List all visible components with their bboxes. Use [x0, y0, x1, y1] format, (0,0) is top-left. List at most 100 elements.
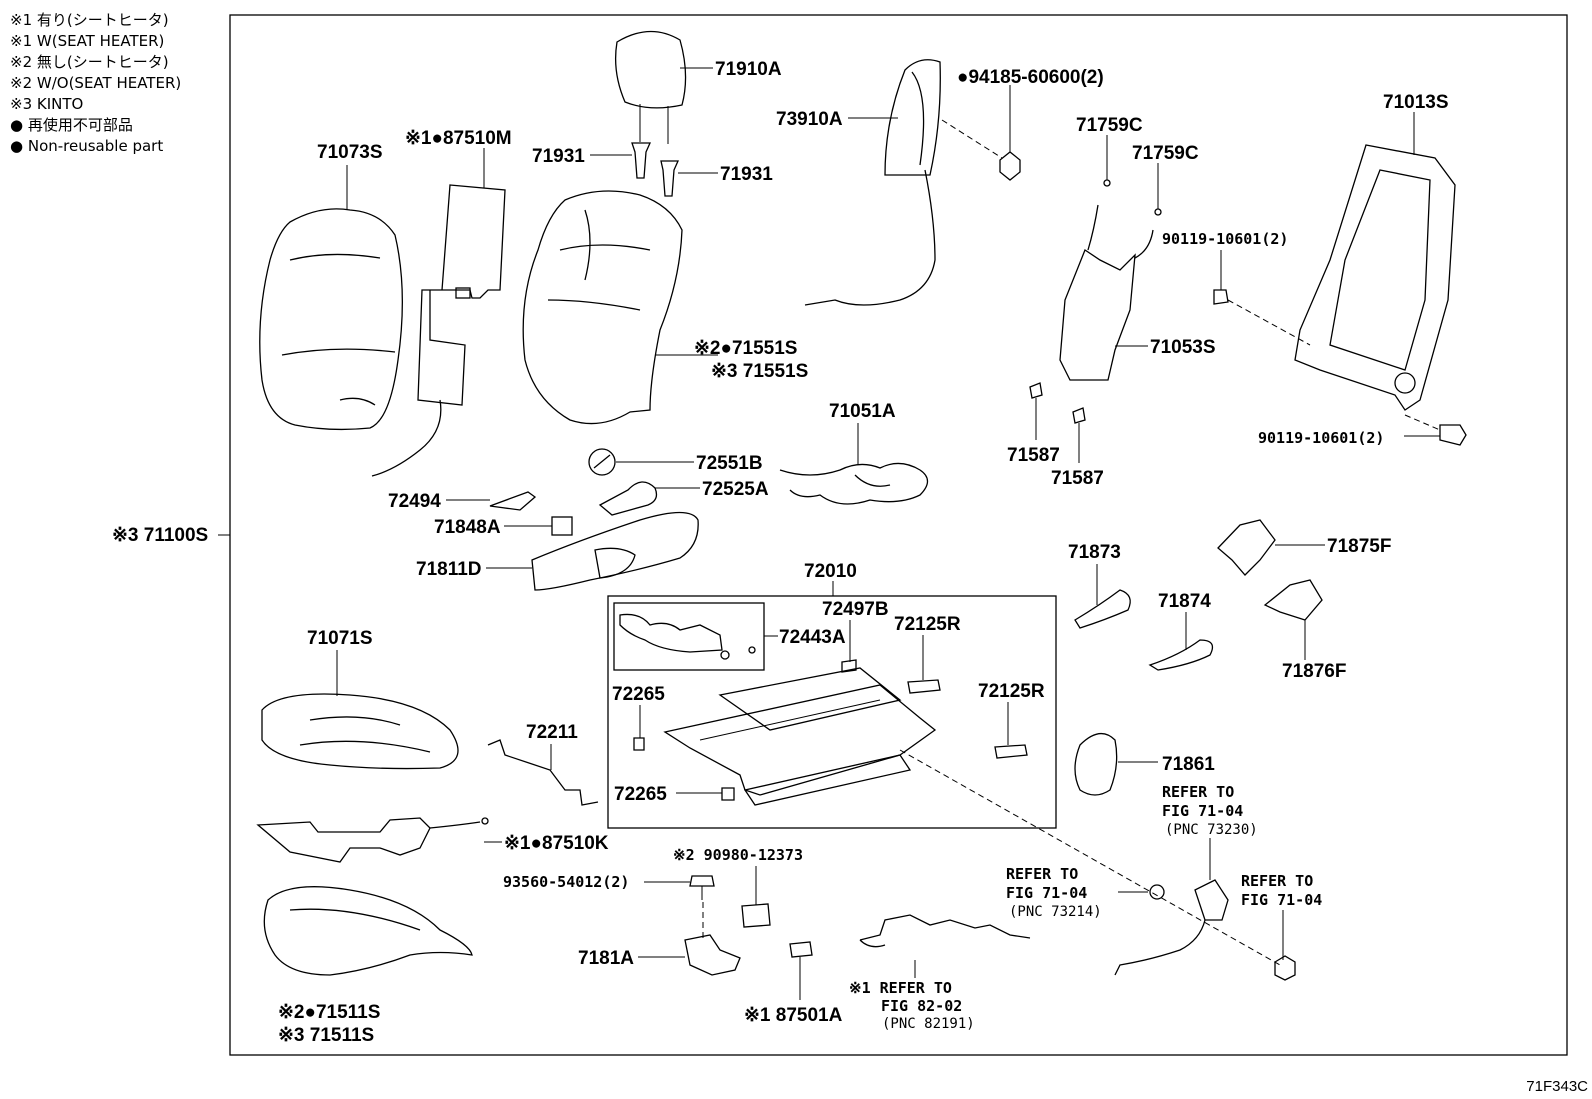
- cushion-heater-drawing: [256, 817, 489, 863]
- switch-base-drawing: [684, 934, 741, 976]
- label-71013S[interactable]: 71013S: [1383, 92, 1449, 113]
- label-71551S-2[interactable]: ※2●71551S: [694, 338, 797, 359]
- bolt-drawing-b: [1439, 424, 1467, 446]
- clip-drawing: [489, 491, 537, 511]
- label-87510M[interactable]: ※1●87510M: [405, 128, 512, 149]
- legend-line-5: ※3 KINTO: [10, 95, 84, 113]
- legend-line-1: ※1 有り(シートヒータ): [10, 11, 169, 29]
- label-72525A[interactable]: 72525A: [702, 479, 769, 500]
- refer-4-line-3[interactable]: (PNC 82191): [882, 1016, 975, 1032]
- label-71587-a[interactable]: 71587: [1007, 445, 1060, 466]
- label-72265-a[interactable]: 72265: [612, 684, 665, 705]
- label-71051A[interactable]: 71051A: [829, 401, 896, 422]
- label-72125R-a[interactable]: 72125R: [894, 614, 961, 635]
- label-72494[interactable]: 72494: [388, 491, 441, 512]
- label-71053S[interactable]: 71053S: [1150, 337, 1216, 358]
- connector-drawing: [789, 941, 813, 958]
- label-90980[interactable]: ※2 90980-12373: [673, 846, 803, 864]
- figure-code: 71F343C: [1526, 1078, 1588, 1095]
- label-72125R-b[interactable]: 72125R: [978, 681, 1045, 702]
- cover-drawing-71874: [1148, 639, 1214, 671]
- label-71876F[interactable]: 71876F: [1282, 661, 1346, 682]
- legend-line-4: ※2 W/O(SEAT HEATER): [10, 74, 182, 92]
- label-71875F[interactable]: 71875F: [1327, 536, 1391, 557]
- label-71551S-3[interactable]: ※3 71551S: [711, 361, 808, 382]
- label-71587-b[interactable]: 71587: [1051, 468, 1104, 489]
- label-87501A[interactable]: ※1 87501A: [744, 1005, 843, 1026]
- label-72443A[interactable]: 72443A: [779, 627, 846, 648]
- legend-line-3: ※2 無し(シートヒータ): [10, 53, 169, 71]
- refer-4-line-2[interactable]: FIG 82-02: [881, 997, 962, 1015]
- label-71931-a[interactable]: 71931: [532, 146, 585, 167]
- refer-2-line-2[interactable]: FIG 71-04: [1006, 884, 1087, 902]
- label-71511S-3[interactable]: ※3 71511S: [278, 1025, 374, 1046]
- refer-2-line-3[interactable]: (PNC 73214): [1009, 904, 1102, 920]
- seatback-pad-drawing: [522, 190, 683, 425]
- label-93560[interactable]: 93560-54012(2): [503, 873, 629, 891]
- label-73910A[interactable]: 73910A: [776, 109, 843, 130]
- legend-line-6: ● 再使用不可部品: [10, 116, 133, 134]
- label-71811D[interactable]: 71811D: [416, 559, 482, 580]
- refer-1-line-2[interactable]: FIG 71-04: [1162, 802, 1243, 820]
- grommet-drawing: [1149, 884, 1165, 900]
- seatback-heater-drawing: [371, 184, 506, 477]
- bolt-drawing-a: [1213, 250, 1229, 305]
- spring-assembly-drawing: [1059, 204, 1154, 381]
- side-shield-drawing: [531, 511, 699, 591]
- refer-3-line-2[interactable]: FIG 71-04: [1241, 891, 1322, 909]
- legend: ※1 有り(シートヒータ) ※1 W(SEAT HEATER) ※2 無し(シー…: [10, 10, 181, 157]
- cover-drawing-71861: [1074, 733, 1118, 796]
- label-90119-a[interactable]: 90119-10601(2): [1162, 230, 1288, 248]
- label-71861[interactable]: 71861: [1162, 754, 1215, 775]
- diagram-frame: [229, 14, 1568, 1056]
- label-71100S[interactable]: ※3 71100S: [112, 525, 208, 546]
- buckle-drawing: [1114, 879, 1229, 976]
- label-87510K[interactable]: ※1●87510K: [504, 833, 609, 854]
- label-71759C-a[interactable]: 71759C: [1076, 115, 1143, 136]
- cushion-pad-drawing: [263, 886, 473, 976]
- cover-drawing-71873: [1074, 589, 1131, 629]
- refer-1-line-3[interactable]: (PNC 73230): [1165, 822, 1258, 838]
- screw-drawing: [689, 875, 715, 900]
- nut-drawing: [999, 151, 1021, 181]
- label-72265-b[interactable]: 72265: [614, 784, 667, 805]
- label-71071S[interactable]: 71071S: [307, 628, 373, 649]
- airbag-drawing: [804, 59, 941, 306]
- harness-drawing-71051A: [779, 462, 929, 505]
- adjuster-box: [607, 595, 1057, 829]
- legend-line-7: ● Non-reusable part: [10, 137, 164, 155]
- refer-1-line-1[interactable]: REFER TO: [1162, 783, 1234, 801]
- cover-drawing-71875F: [1217, 519, 1276, 576]
- label-71759C-b[interactable]: 71759C: [1132, 143, 1199, 164]
- seat-cushion-cover-drawing: [261, 693, 459, 770]
- refer-3-line-1[interactable]: REFER TO: [1241, 872, 1313, 890]
- legend-line-2: ※1 W(SEAT HEATER): [10, 32, 165, 50]
- refer-4-line-1[interactable]: ※1 REFER TO: [849, 979, 952, 997]
- label-72211[interactable]: 72211: [526, 722, 578, 743]
- seatback-cover-drawing: [259, 208, 403, 431]
- label-94185[interactable]: ●94185-60600(2): [957, 67, 1104, 88]
- bracket-drawing: [551, 516, 573, 536]
- label-71873[interactable]: 71873: [1068, 542, 1121, 563]
- label-71874[interactable]: 71874: [1158, 591, 1211, 612]
- seatback-frame-drawing: [1294, 144, 1456, 411]
- label-71511S-2[interactable]: ※2●71511S: [278, 1002, 380, 1023]
- refer-2-line-1[interactable]: REFER TO: [1006, 865, 1078, 883]
- label-7181A[interactable]: 7181A: [578, 948, 634, 969]
- label-71073S[interactable]: 71073S: [317, 142, 383, 163]
- label-71910A[interactable]: 71910A: [715, 59, 782, 80]
- seat-track-drawing: [663, 667, 937, 806]
- label-72551B[interactable]: 72551B: [696, 453, 763, 474]
- label-72010[interactable]: 72010: [804, 561, 857, 582]
- cap-drawing: [588, 448, 616, 476]
- nut-drawing-lower: [1274, 955, 1296, 981]
- motor-drawing: [619, 613, 756, 660]
- knob-drawing: [598, 481, 658, 516]
- headrest-drawing: [614, 30, 687, 144]
- cover-drawing-71876F: [1263, 579, 1323, 621]
- label-90119-b[interactable]: 90119-10601(2): [1258, 429, 1384, 447]
- label-71848A[interactable]: 71848A: [434, 517, 501, 538]
- label-72497B[interactable]: 72497B: [822, 599, 889, 620]
- label-71931-b[interactable]: 71931: [720, 164, 773, 185]
